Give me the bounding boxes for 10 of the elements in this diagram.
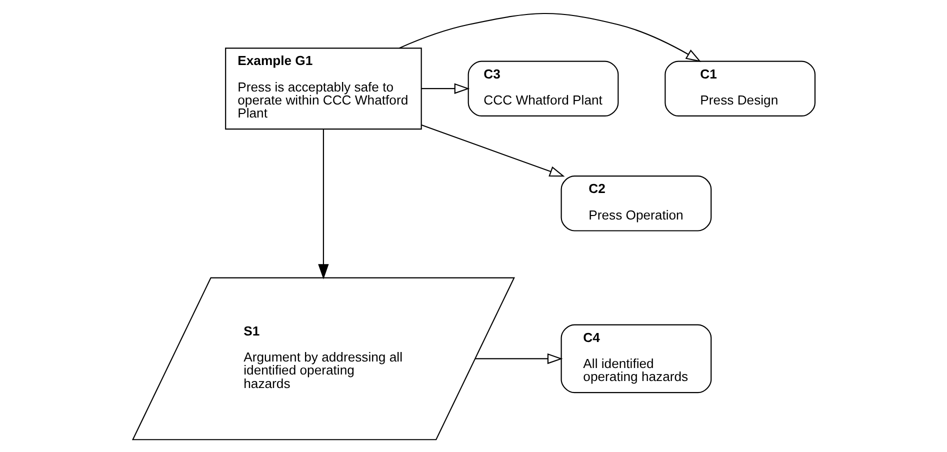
arrow [474,352,562,364]
node-box: C1 Press Design [664,60,816,116]
arrow [398,12,701,62]
arrow [420,82,470,94]
node-box: C4 All identified operating hazards [560,324,712,393]
arrow [420,124,564,176]
node-box: C3 CCC Whatford Plant [467,60,618,116]
arrow [318,128,328,279]
node-box: Example G1 Press is acceptably safe to operate within CCC Whatford Plant [224,47,422,130]
node-box: C2 Press Operation [560,175,712,231]
